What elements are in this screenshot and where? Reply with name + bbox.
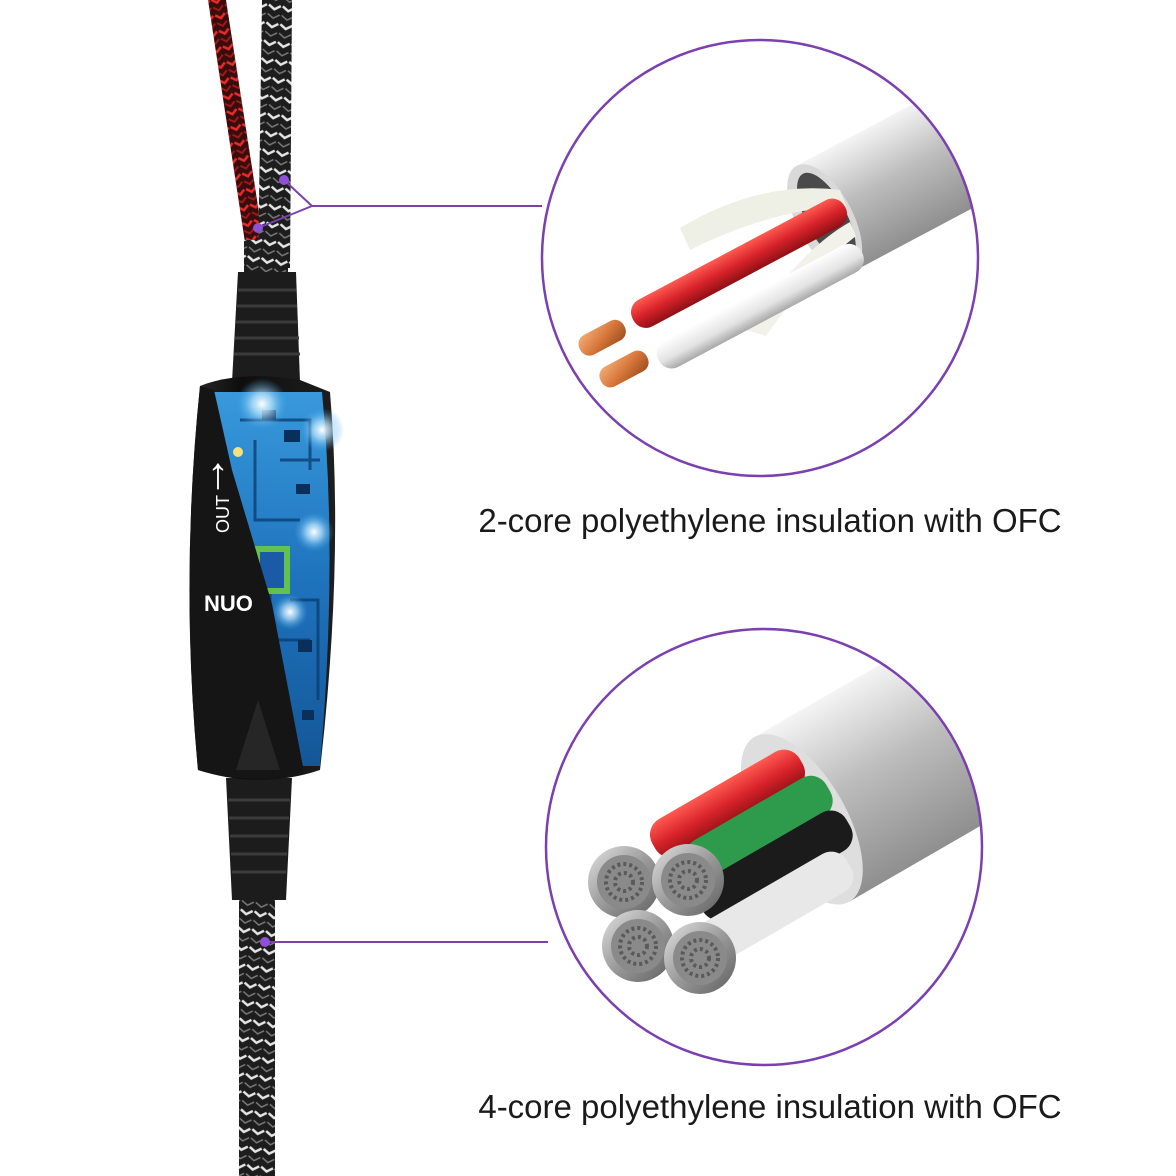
indicator-led xyxy=(233,447,243,457)
callout-dot xyxy=(279,175,289,185)
direction-arrow: ↑ xyxy=(207,449,229,498)
strain-relief-bottom xyxy=(226,778,292,900)
braided-cable xyxy=(208,0,292,1176)
brand-text: NUO xyxy=(204,591,253,616)
callout-circle-2-core xyxy=(540,38,980,478)
direction-label: OUT xyxy=(213,495,233,533)
callout-circle-4-core xyxy=(544,627,984,1067)
caption-4-core: 4-core polyethylene insulation with OFC xyxy=(478,1088,1062,1125)
conductor-strands xyxy=(588,844,736,994)
callout-dot xyxy=(260,937,270,947)
strain-relief-top xyxy=(232,272,300,382)
callout-connector-top xyxy=(257,179,542,229)
splitter-module xyxy=(189,376,344,780)
callout-dot xyxy=(253,223,263,233)
caption-2-core: 2-core polyethylene insulation with OFC xyxy=(478,502,1062,539)
